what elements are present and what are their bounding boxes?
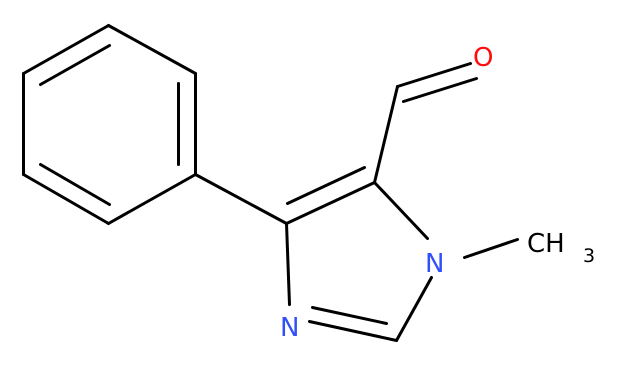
nitrogen-label-n3: N [280, 313, 299, 343]
methyl-label: CH [527, 229, 565, 259]
bond [311, 306, 388, 325]
bond [22, 24, 110, 75]
bond [402, 77, 478, 103]
methyl-subscript: 3 [583, 245, 595, 267]
phenyl-imidazole-bond [194, 173, 288, 225]
imidazole-ring [285, 166, 433, 342]
bond [107, 173, 197, 225]
oxygen-label: O [473, 43, 493, 73]
nitrogen-label-n1: N [425, 249, 444, 279]
bond [286, 166, 366, 205]
bond [22, 173, 110, 225]
bond [308, 320, 398, 342]
bond [373, 85, 399, 184]
benzene-ring [22, 24, 197, 225]
bond [395, 276, 433, 342]
bond [39, 44, 111, 86]
bond [107, 24, 197, 75]
methyl-bond [463, 238, 519, 259]
aldehyde-group [373, 62, 478, 184]
bond [373, 181, 429, 240]
bond [39, 163, 111, 206]
bond [285, 181, 376, 225]
bond [396, 62, 472, 88]
bond [285, 222, 291, 306]
